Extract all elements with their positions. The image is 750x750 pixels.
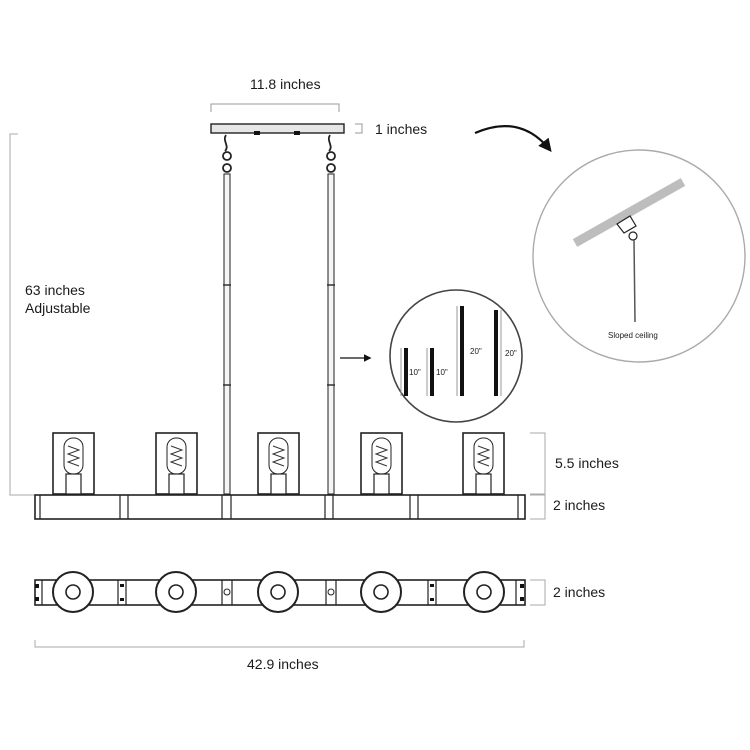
rod-joints bbox=[223, 284, 335, 386]
bar-depth-label: 2 inches bbox=[553, 584, 606, 600]
total-length-label: 42.9 inches bbox=[247, 656, 319, 672]
sloped-ceiling-caption: Sloped ceiling bbox=[608, 331, 658, 340]
canopy-height-bracket bbox=[355, 123, 363, 134]
rod-length-label: 63 inches bbox=[25, 282, 85, 298]
canopy-width-bracket bbox=[210, 103, 340, 112]
bar-front-view bbox=[34, 494, 526, 520]
shade-height-bracket bbox=[530, 432, 546, 495]
lamp-5 bbox=[462, 432, 505, 495]
curved-arrow-icon bbox=[474, 125, 552, 153]
sloped-ceiling-inset bbox=[532, 149, 746, 363]
rod-adjustable-label: Adjustable bbox=[25, 300, 91, 316]
rod-right bbox=[327, 173, 335, 495]
lamp-2 bbox=[155, 432, 198, 495]
rods-inset bbox=[389, 289, 523, 423]
rod-inset-label-2: 10" bbox=[436, 368, 448, 377]
lamp-1 bbox=[52, 432, 95, 495]
canopy bbox=[210, 123, 345, 134]
bar-depth-bracket bbox=[530, 579, 546, 606]
canopy-width-label: 11.8 inches bbox=[250, 76, 321, 92]
hook-left bbox=[222, 134, 232, 173]
rod-inset-label-4: 20" bbox=[505, 349, 517, 358]
hook-right bbox=[326, 134, 336, 173]
lamp-4 bbox=[360, 432, 403, 495]
rod-left bbox=[223, 173, 231, 495]
rod-length-bracket bbox=[9, 133, 40, 496]
lamp-3 bbox=[257, 432, 300, 495]
canopy-screw-right bbox=[294, 131, 300, 135]
bar-top-view bbox=[34, 571, 526, 613]
rod-inset-label-3: 20" bbox=[470, 347, 482, 356]
canopy-screw-left bbox=[254, 131, 260, 135]
rod-inset-label-1: 10" bbox=[409, 368, 421, 377]
canopy-height-label: 1 inches bbox=[375, 121, 428, 137]
bar-height-label: 2 inches bbox=[553, 497, 606, 513]
bar-height-bracket bbox=[530, 494, 546, 520]
shade-height-label: 5.5 inches bbox=[555, 455, 619, 471]
socket-rings bbox=[52, 571, 505, 613]
total-length-bracket bbox=[34, 640, 525, 648]
